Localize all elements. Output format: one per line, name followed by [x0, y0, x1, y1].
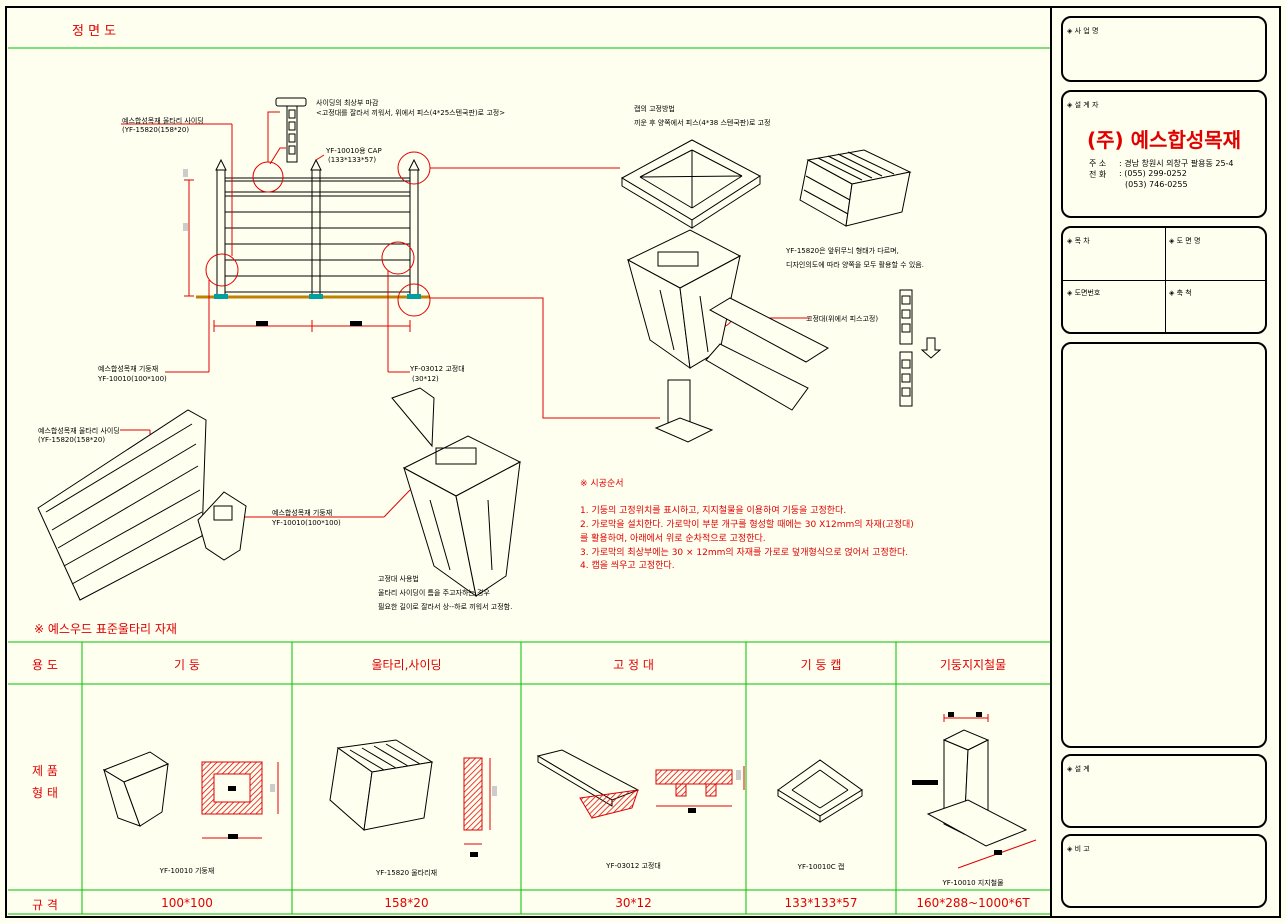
cap-label-2: (133*133*57): [328, 156, 377, 164]
col-header-cap: 기 둥 캡: [800, 658, 842, 672]
siding-label2-2: (YF-15820(158*20): [38, 436, 106, 444]
spec-cap: 133*133*57: [784, 896, 858, 910]
table-post-iso: [102, 751, 170, 827]
spec-fixer: 30*12: [615, 896, 652, 910]
row-label-shape-1: 제 품: [32, 764, 58, 778]
table-bracket-marks: [912, 712, 1002, 855]
fixer-usage-2: 울타리 사이딩이 틈을 주고자하는 경우: [378, 589, 490, 597]
base-bracket: [654, 379, 714, 443]
row-label-shape-2: 형 태: [32, 786, 58, 800]
address-label: 주 소: [1089, 159, 1107, 168]
phone-2: (053) 746-0255: [1125, 180, 1188, 189]
blank-box: [1061, 342, 1267, 748]
spec-bracket: 160*288~1000*6T: [916, 896, 1030, 910]
drawing-info-box: ◈ 목 차 ◈ 도 면 명 ◈ 도면번호 ◈ 축 척: [1061, 226, 1267, 334]
grid-lines: [8, 47, 1050, 915]
fixer-note: 고정대(위에서 피스고정): [806, 315, 879, 323]
siding-label-2: (YF-15820(158*20): [122, 126, 190, 134]
col-header-siding: 울타리,사이딩: [371, 658, 442, 672]
siding-profile-top: [275, 97, 307, 163]
table-bracket-iso: [926, 729, 1028, 847]
table-fixer-section: [579, 766, 745, 819]
caption-cap: YF-10010C 캡: [797, 863, 845, 871]
fixer-label-1: YF-03012 고정대: [410, 365, 465, 373]
post-label-2: YF-10010(100*100): [98, 375, 167, 383]
construction-step-2b: 를 활용하여, 아래에서 위로 순차적으로 고정한다.: [580, 534, 766, 544]
fixer-label-2: (30*12): [412, 375, 439, 383]
post-label-1: 예스합성목재 기둥재: [98, 365, 159, 373]
drawing-title: 정 면 도: [72, 24, 117, 39]
cap-label-1: YF-10010용 CAP: [326, 147, 382, 155]
yf15820-note-1: YF-15820은 앞뒤무늬 형태가 다르며,: [786, 247, 899, 255]
caption-bracket: YF-10010 지지철물: [942, 879, 1004, 887]
siding-top-note-2: <고정대를 잘라서 끼워서, 위에서 피스(4*25스텐국판)로 고정>: [316, 109, 506, 117]
dimension-lines: [120, 111, 810, 518]
siding-isometric: [799, 149, 912, 227]
remark-label: ◈ 설 계: [1067, 765, 1090, 773]
project-box: ◈ 사 업 명: [1061, 16, 1267, 82]
caption-post: YF-10010 기둥재: [159, 867, 215, 875]
table-cap-iso: [777, 759, 863, 823]
siding-label-1: 예스합성목재 울타리 사이딩: [122, 117, 204, 125]
fence-base-plates: [214, 294, 421, 299]
row-label-spec: 규 격: [32, 898, 58, 912]
designer-box: ◈ 설 계 자 (주) 예스합성목재 주 소 : 경남 창원시 의창구 팔용동 …: [1061, 90, 1267, 218]
company-name: (주) 예스합성목재: [1087, 128, 1242, 152]
spec-post: 100*100: [161, 896, 213, 910]
phone-1: : (055) 299-0252: [1119, 169, 1187, 178]
info-divider-v: [1165, 228, 1166, 332]
phone-label: 전 화: [1089, 170, 1107, 179]
drawing-no-label: ◈ 도면번호: [1067, 289, 1101, 297]
toc-label: ◈ 목 차: [1067, 237, 1090, 245]
yf15820-note-2: 디자인의도에 따라 양쪽을 모두 활용할 수 있음.: [786, 261, 924, 269]
siding-large: [37, 409, 207, 601]
siding-top-note-1: 사이딩의 최상부 마감: [316, 99, 379, 107]
construction-step-4: 4. 캡을 씌우고 고정한다.: [580, 561, 675, 571]
post-label2-1: 예스합성목재 기둥재: [272, 509, 333, 517]
cap-method-1: 캡의 고정방법: [634, 105, 675, 113]
project-label: ◈ 사 업 명: [1067, 27, 1099, 35]
post-label2-2: YF-10010(100*100): [272, 519, 341, 527]
table-post-section: [201, 761, 279, 839]
fixer-usage-1: 고정대 사용법: [378, 575, 419, 583]
dimension-marks: [256, 321, 362, 326]
note-label: ◈ 비 고: [1067, 845, 1090, 853]
col-header-fixer: 고 정 대: [613, 658, 654, 672]
table-siding-iso: [329, 739, 434, 831]
dimension-tags: [183, 169, 188, 231]
row-label-use: 용 도: [32, 658, 58, 672]
info-divider-h: [1063, 280, 1265, 281]
remark-box: ◈ 설 계: [1061, 754, 1267, 828]
post-large: [391, 387, 522, 598]
construction-step-3: 3. 가로막의 최상부에는 30 × 12mm의 자재를 가로로 덮개형식으로 …: [580, 548, 909, 558]
post-small: [197, 491, 247, 561]
construction-step-1: 1. 기둥의 고정위치를 표시하고, 지지철물을 이용하여 기둥을 고정한다.: [580, 506, 847, 516]
address: : 경남 창원시 의창구 팔용동 25-4: [1119, 159, 1234, 168]
fixer-profile: [899, 289, 942, 407]
col-header-bracket: 기둥지지철물: [939, 658, 1007, 672]
construction-heading: ※ 시공순서: [580, 479, 624, 489]
fence-elevation: [196, 158, 430, 299]
caption-siding: YF-15820 울타리재: [375, 869, 438, 877]
post-isometric: [626, 229, 742, 370]
outer-border: [5, 6, 1281, 918]
note-box: ◈ 비 고: [1061, 834, 1267, 908]
fixer-usage-3: 필요한 길이로 잘라서 상--하로 끼워서 고정함.: [378, 603, 513, 611]
col-header-post: 기 둥: [174, 658, 200, 672]
caption-fixer: YF-03012 고정대: [606, 862, 661, 870]
scale-label: ◈ 축 척: [1169, 289, 1192, 297]
board-isometric: [705, 297, 830, 411]
drawing-name-label: ◈ 도 면 명: [1169, 237, 1201, 245]
construction-step-2: 2. 가로막을 설치한다. 가로막이 부분 개구를 형성할 때에는 30 X12…: [580, 520, 914, 530]
cap-method-2: 끼운 후 양쪽에서 피스(4*38 스텐국판)로 고정: [634, 119, 771, 127]
designer-label: ◈ 설 계 자: [1067, 101, 1099, 109]
siding-label2-1: 예스합성목재 울타리 사이딩: [38, 427, 120, 435]
cap-isometric: [620, 139, 761, 229]
section-title: ※ 예스우드 표준울타리 자재: [34, 622, 177, 636]
table-siding-section: [463, 757, 497, 857]
spec-siding: 158*20: [384, 896, 429, 910]
